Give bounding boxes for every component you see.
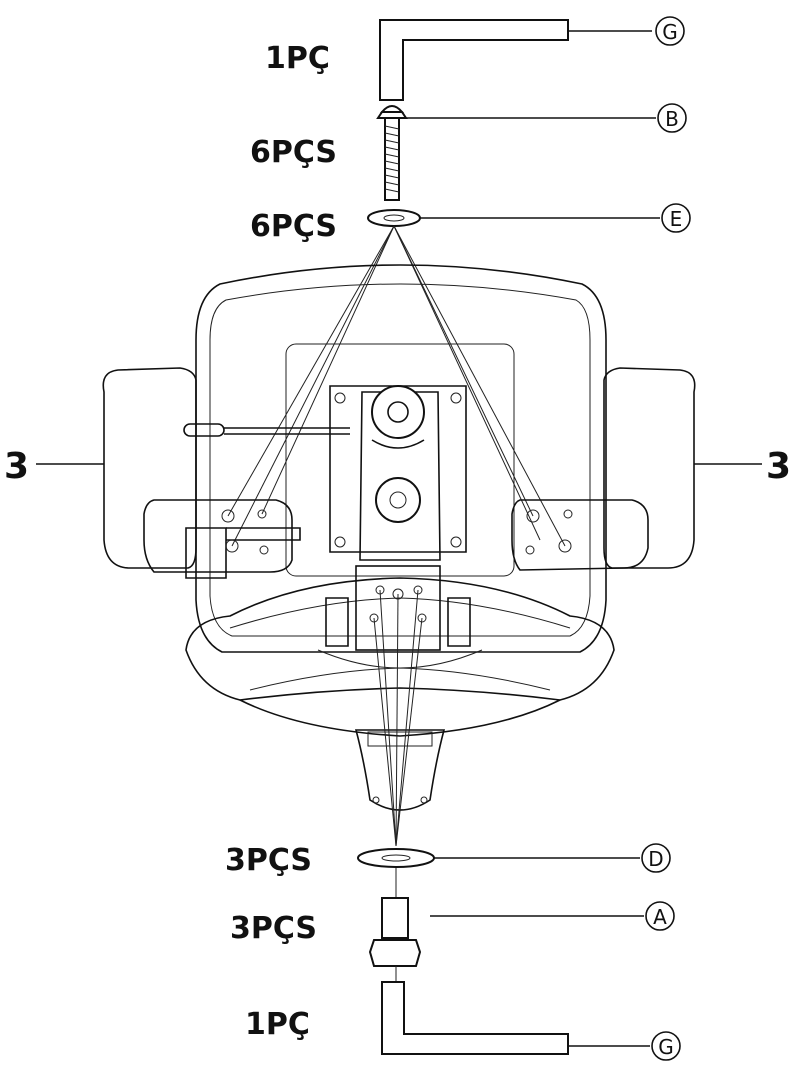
barrel-nut-a: [368, 868, 644, 967]
armrest-left-number: 3: [4, 446, 29, 487]
svg-text:G: G: [662, 20, 678, 44]
bolt-b: [376, 105, 656, 201]
callout-d: D: [641, 843, 671, 873]
washer-e: [367, 209, 660, 227]
svg-text:B: B: [665, 107, 679, 131]
allen-key-top: [379, 19, 652, 101]
guide-lines-bottom: [373, 589, 423, 847]
callout-e: E: [661, 203, 691, 233]
washer-d: [357, 848, 640, 868]
armrest-right: [511, 367, 696, 571]
qty-label-g-bottom: 1PÇ: [245, 1007, 310, 1042]
qty-label-g-top: 1PÇ: [265, 41, 330, 76]
qty-label-e: 6PÇS: [250, 209, 337, 244]
callout-a: A: [645, 901, 675, 931]
allen-key-bottom: [381, 966, 650, 1055]
callout-b: B: [657, 103, 687, 133]
qty-label-d: 3PÇS: [225, 843, 312, 878]
svg-text:D: D: [648, 847, 663, 871]
armrest-left: [102, 367, 301, 579]
seat-mechanism: [325, 385, 471, 651]
svg-text:A: A: [653, 905, 667, 929]
svg-text:G: G: [658, 1035, 674, 1059]
guide-lines-top: [227, 225, 566, 547]
backrest-connector: [354, 729, 446, 811]
armrest-right-number: 3: [766, 446, 791, 487]
qty-label-b: 6PÇS: [250, 135, 337, 170]
qty-label-a: 3PÇS: [230, 911, 317, 946]
seat-lever: [183, 423, 350, 437]
callout-g-bottom: G: [651, 1031, 681, 1061]
svg-text:E: E: [670, 207, 683, 231]
armrest-right-callout: 3: [694, 446, 791, 487]
armrest-left-callout: 3: [4, 446, 104, 487]
callout-g-top: G: [655, 16, 685, 46]
